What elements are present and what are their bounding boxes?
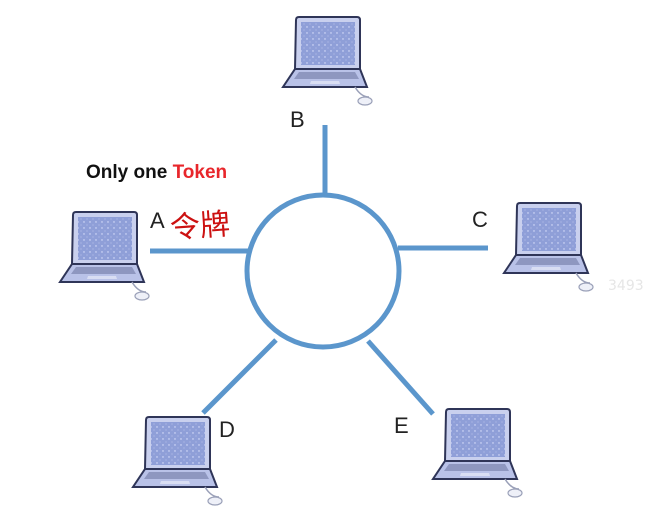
laptop-d-icon (131, 415, 224, 507)
laptop-e-icon (431, 407, 524, 499)
handwritten-annotation: 令牌 (169, 207, 231, 246)
token-ring (244, 192, 402, 350)
spoke-e (366, 339, 435, 416)
laptop-b-icon (281, 15, 374, 107)
title: Only one Token (86, 162, 227, 183)
node-label-e: E (394, 413, 409, 438)
node-label-a: A (150, 208, 165, 233)
node-label-b: B (290, 107, 305, 132)
ring-network (150, 125, 488, 416)
laptop-a-icon (58, 210, 151, 302)
laptop-c-icon (502, 201, 595, 293)
title-highlight: Token (173, 162, 228, 183)
node-label-d: D (219, 417, 235, 442)
node-label-c: C (472, 207, 488, 232)
watermark: 3493 (608, 278, 644, 294)
title-prefix: Only one (86, 162, 173, 183)
spoke-d (201, 338, 278, 415)
